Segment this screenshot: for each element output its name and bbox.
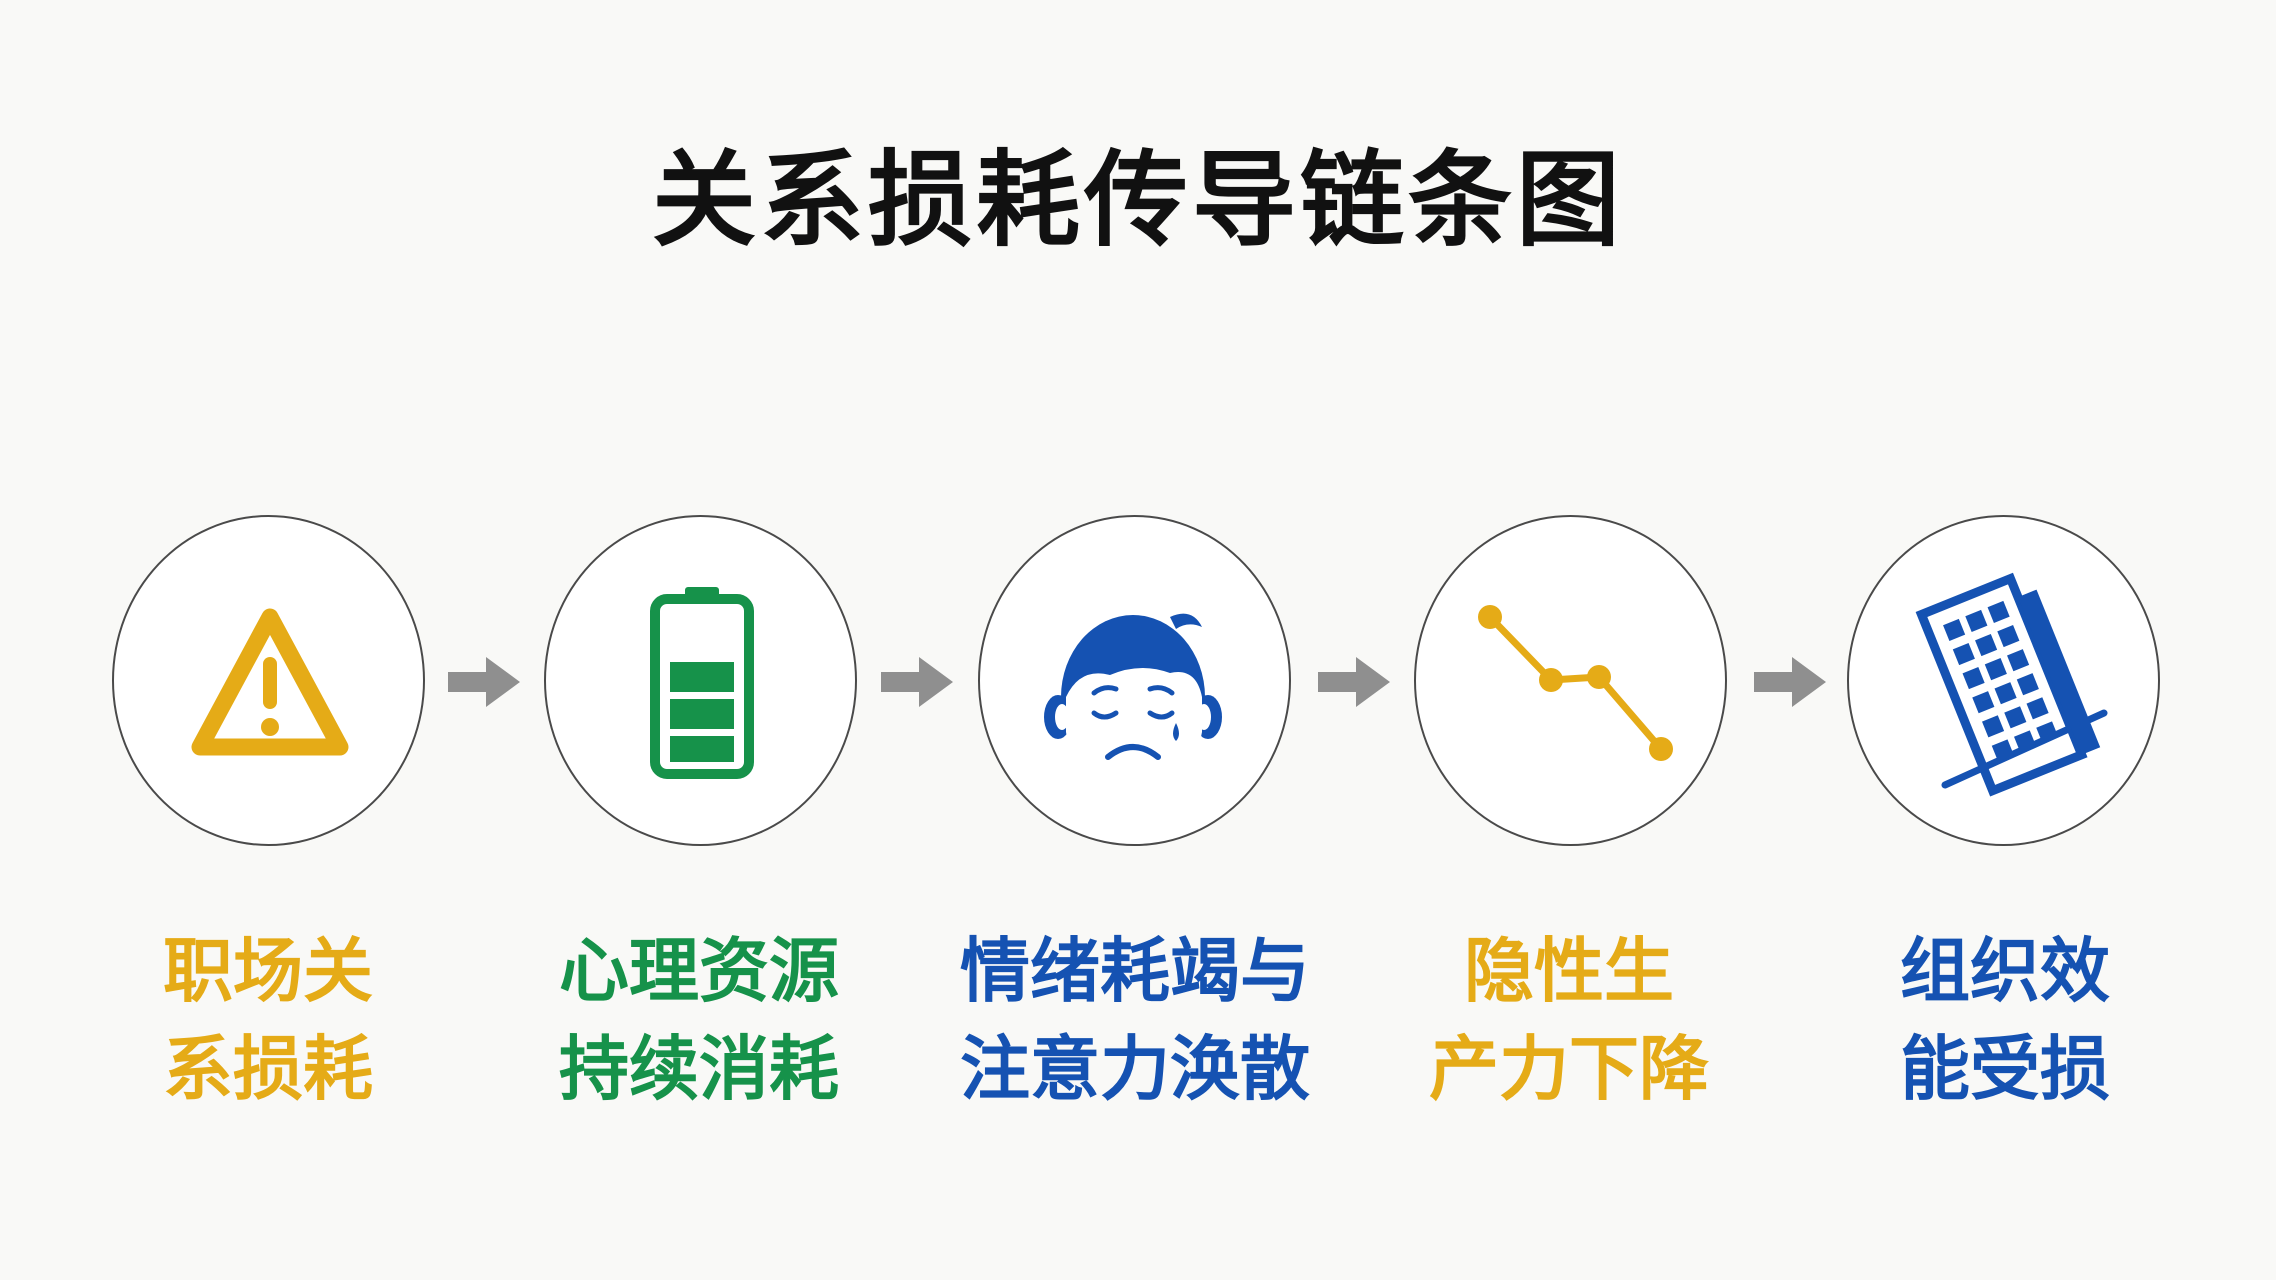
step-3-circle — [978, 515, 1291, 846]
step-4-label-line2: 产力下降 — [1429, 1028, 1709, 1110]
sad-face-icon — [1044, 613, 1222, 783]
right-arrow-icon — [448, 657, 520, 707]
right-arrow-icon — [1754, 657, 1826, 707]
step-3-label: 情绪耗竭与 注意力涣散 — [925, 922, 1345, 1118]
connector-arrow-4 — [1752, 652, 1828, 712]
battery-icon — [650, 587, 754, 779]
step-5-label-line2: 能受损 — [1900, 1028, 2110, 1110]
step-5-circle — [1847, 515, 2160, 846]
step-2-label-line1: 心理资源 — [559, 930, 839, 1012]
connector-arrow-2 — [879, 652, 955, 712]
declining-line-icon — [1478, 605, 1673, 761]
step-2-label-line2: 持续消耗 — [559, 1028, 839, 1110]
right-arrow-icon — [1318, 657, 1390, 707]
step-2-circle — [544, 515, 857, 846]
step-1-label: 职场关 系损耗 — [58, 922, 478, 1118]
right-arrow-icon — [881, 657, 953, 707]
step-5-label: 组织效 能受损 — [1795, 922, 2215, 1118]
connector-arrow-1 — [446, 652, 522, 712]
step-1-circle — [112, 515, 425, 846]
step-1-label-line2: 系损耗 — [163, 1028, 373, 1110]
step-1-label-line1: 职场关 — [163, 930, 373, 1012]
step-3-label-line2: 注意力涣散 — [960, 1028, 1310, 1110]
falling-building-icon — [1915, 572, 2108, 797]
warning-triangle-icon — [191, 608, 349, 756]
step-5-label-line1: 组织效 — [1900, 930, 2110, 1012]
page-title: 关系损耗传导链条图 — [651, 139, 1624, 261]
step-4-circle — [1414, 515, 1727, 846]
step-2-label: 心理资源 持续消耗 — [489, 922, 909, 1118]
step-3-label-line1: 情绪耗竭与 — [960, 930, 1310, 1012]
step-4-label: 隐性生 产力下降 — [1359, 922, 1779, 1118]
connector-arrow-3 — [1316, 652, 1392, 712]
step-4-label-line1: 隐性生 — [1464, 930, 1674, 1012]
